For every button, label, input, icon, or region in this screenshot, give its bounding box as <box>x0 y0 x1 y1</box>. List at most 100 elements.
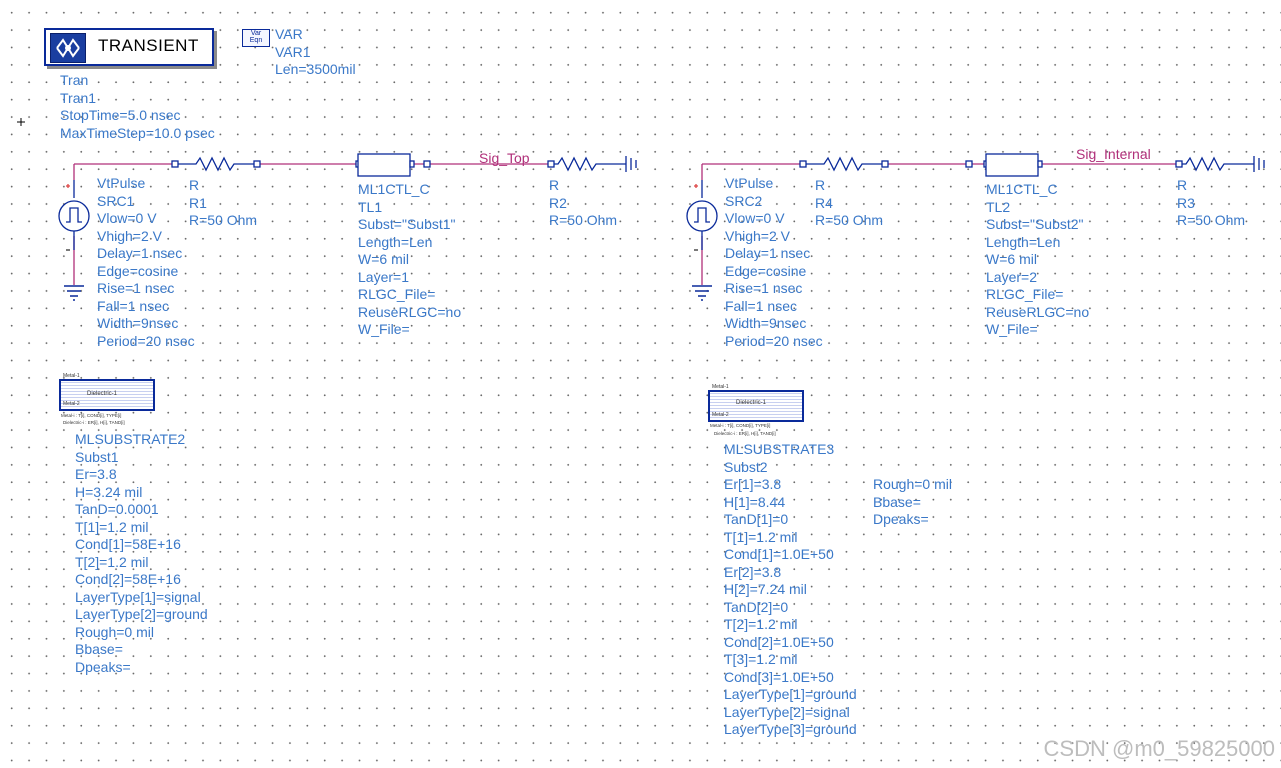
src1-width: Width=9nsec <box>97 315 179 331</box>
r4-instance: R4 <box>815 194 833 211</box>
r2-instance: R2 <box>549 194 567 211</box>
substrate1-params: MLSUBSTRATE2 Subst1 Er=3.8 H=3.24 mil Ta… <box>75 431 208 676</box>
src2-width: Width=9nsec <box>725 315 807 331</box>
substrate1-footer-metal: Metal-i : T[i], COND[i], TYPE[i] <box>61 413 122 418</box>
substrate1-cond1: Cond[1]=58E+16 <box>75 536 181 552</box>
ground-symbol <box>64 285 84 301</box>
r4-symbol[interactable] <box>799 156 889 172</box>
transient-title: TRANSIENT <box>98 36 199 55</box>
substrate2-instance: Subst2 <box>724 458 768 475</box>
substrate2-cond2: Cond[2]=1.0E+50 <box>724 633 834 650</box>
var-instance: VAR1 <box>275 43 311 60</box>
transient-stoptime: StopTime=5.0 nsec <box>60 107 181 123</box>
substrate2-bbase: Bbase= <box>873 493 921 510</box>
substrate2-t1: T[1]=1.2 mil <box>724 528 798 545</box>
src1-symbol[interactable] <box>58 180 90 251</box>
r2-value: R=50 Ohm <box>549 212 618 228</box>
substrate2-dielectric-label: Dielectric-1 <box>736 400 767 406</box>
substrate2-dpeaks: Dpeaks= <box>873 511 929 527</box>
r3-value: R=50 Ohm <box>1177 212 1246 228</box>
transient-icon <box>50 33 86 63</box>
tl2-w: W=6 mil <box>986 251 1037 267</box>
r1-instance: R1 <box>189 194 207 211</box>
substrate2-metal-top-label: Metal-1 <box>712 384 729 390</box>
tl2-length: Length=Len <box>986 233 1061 250</box>
substrate1-t2: T[2]=1.2 mil <box>75 553 149 570</box>
src1-edge: Edge=cosine <box>97 262 179 279</box>
tl1-symbol[interactable] <box>355 153 431 177</box>
substrate1-rough: Rough=0 mil <box>75 623 154 640</box>
tl2-params: ML1CTL_C TL2 Subst="Subst2" Length=Len W… <box>986 181 1089 339</box>
transient-instance: Tran1 <box>60 89 97 106</box>
net-label-sig-internal[interactable]: Sig_Internal <box>1076 146 1151 162</box>
substrate1-er: Er=3.8 <box>75 466 117 482</box>
substrate1-layertype2: LayerType[2]=ground <box>75 606 208 622</box>
watermark: CSDN @m0_59825000 <box>1043 736 1275 761</box>
tl2-reuse-rlgc: ReuseRLGC=no <box>986 303 1090 320</box>
substrate2-extra-params: Rough=0 mil Bbase= Dpeaks= <box>873 476 952 529</box>
src2-instance: SRC2 <box>725 192 763 209</box>
tl1-instance: TL1 <box>358 198 383 215</box>
substrate1-type: MLSUBSTRATE2 <box>75 431 186 447</box>
substrate2-type: MLSUBSTRATE3 <box>724 441 835 457</box>
tl1-rlgc-file: RLGC_File= <box>358 286 436 302</box>
tl1-reuse-rlgc: ReuseRLGC=no <box>358 303 462 320</box>
src2-params: VtPulse SRC2 Vlow=0 V Vhigh=2 V Delay=1 … <box>725 175 823 350</box>
substrate1-h: H=3.24 mil <box>75 483 143 500</box>
tl1-subst: Subst="Subst1" <box>358 216 456 232</box>
substrate2-cond3: Cond[3]=1.0E+50 <box>724 668 834 685</box>
r2-symbol[interactable] <box>547 156 637 172</box>
r3-params: R R3 R=50 Ohm <box>1177 177 1245 230</box>
substrate2-metal-bottom-label: Metal-2 <box>712 412 729 418</box>
src2-symbol[interactable] <box>686 180 718 251</box>
substrate2-rough: Rough=0 mil <box>873 476 952 492</box>
substrate2-layertype3: LayerType[3]=ground <box>724 721 857 737</box>
r3-instance: R3 <box>1177 194 1195 211</box>
ground-symbol <box>692 285 712 301</box>
net-label-sig-top[interactable]: Sig_Top <box>479 150 530 166</box>
var-icon-bottom: Eqn <box>249 37 263 44</box>
substrate1-dielectric-label: Dielectric-1 <box>87 391 118 397</box>
src1-params: VtPulse SRC1 Vlow=0 V Vhigh=2 V Delay=1 … <box>97 175 195 350</box>
r4-value: R=50 Ohm <box>815 212 884 228</box>
substrate1-metal-bottom-label: Metal-2 <box>63 401 80 407</box>
src1-vlow: Vlow=0 V <box>97 210 157 226</box>
src1-fall: Fall=1 nsec <box>97 297 169 314</box>
var-type: VAR <box>275 26 303 42</box>
src1-delay: Delay=1 nsec <box>97 245 183 261</box>
substrate2-footer-dielectric: Dielectric-i : ER[i], H[i], TAND[i] <box>714 431 776 436</box>
tl2-layer: Layer=2 <box>986 268 1037 285</box>
tl2-symbol[interactable] <box>965 153 1043 177</box>
substrate1-metal-top-label: Metal-1 <box>63 373 80 379</box>
src2-edge: Edge=cosine <box>725 262 807 279</box>
transient-type: Tran <box>60 72 89 88</box>
transient-params: Tran Tran1 StopTime=5.0 nsec MaxTimeStep… <box>60 72 215 142</box>
src1-type: VtPulse <box>97 175 146 191</box>
substrate1-dpeaks: Dpeaks= <box>75 658 131 675</box>
substrate1-bbase: Bbase= <box>75 641 123 657</box>
r1-symbol[interactable] <box>171 156 261 172</box>
tl1-w-file: W_File= <box>358 321 410 337</box>
tl1-params: ML1CTL_C TL1 Subst="Subst1" Length=Len W… <box>358 181 461 339</box>
r2-params: R R2 R=50 Ohm <box>549 177 617 230</box>
substrate2-params: MLSUBSTRATE3 Subst2 Er[1]=3.8 H[1]=8.44 … <box>724 441 857 739</box>
r3-symbol[interactable] <box>1175 156 1265 172</box>
substrate2-t3: T[3]=1.2 mil <box>724 651 798 667</box>
r4-type: R <box>815 177 826 193</box>
r1-type: R <box>189 177 200 193</box>
substrate2-h1: H[1]=8.44 <box>724 493 786 510</box>
r3-type: R <box>1177 177 1188 193</box>
substrate2-symbol[interactable]: Metal-1 Dielectric-1 Metal-2 Metal-i : T… <box>708 384 804 436</box>
substrate1-symbol[interactable]: Metal-1 Dielectric-1 Metal-2 Metal-i : T… <box>59 373 155 425</box>
substrate2-footer-metal: Metal-i : T[i], COND[i], TYPE[i] <box>710 423 771 428</box>
tl2-type: ML1CTL_C <box>986 181 1058 197</box>
substrate2-h2: H[2]=7.24 mil <box>724 581 807 597</box>
src2-delay: Delay=1 nsec <box>725 245 811 261</box>
substrate2-er2: Er[2]=3.8 <box>724 563 782 580</box>
substrate2-er1: Er[1]=3.8 <box>724 476 782 492</box>
substrate1-t1: T[1]=1.2 mil <box>75 518 149 535</box>
transient-controller[interactable]: TRANSIENT <box>44 28 214 66</box>
var-eqn-icon[interactable]: Var Eqn <box>242 29 270 47</box>
tl1-w: W=6 mil <box>358 251 409 267</box>
